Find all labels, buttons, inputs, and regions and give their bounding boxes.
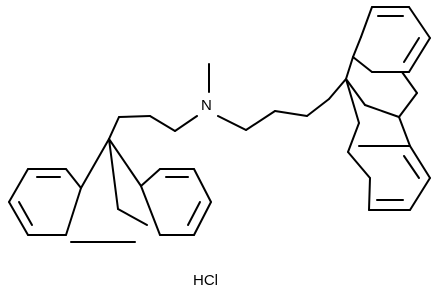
- nitrogen-atom-label: N: [201, 97, 212, 114]
- right-ethanoanthracene: [345, 6, 431, 211]
- chain-left: [108, 115, 198, 140]
- chain-right: [217, 78, 347, 131]
- left-ethanoanthracene: [8, 138, 212, 243]
- salt-label: HCl: [193, 272, 218, 289]
